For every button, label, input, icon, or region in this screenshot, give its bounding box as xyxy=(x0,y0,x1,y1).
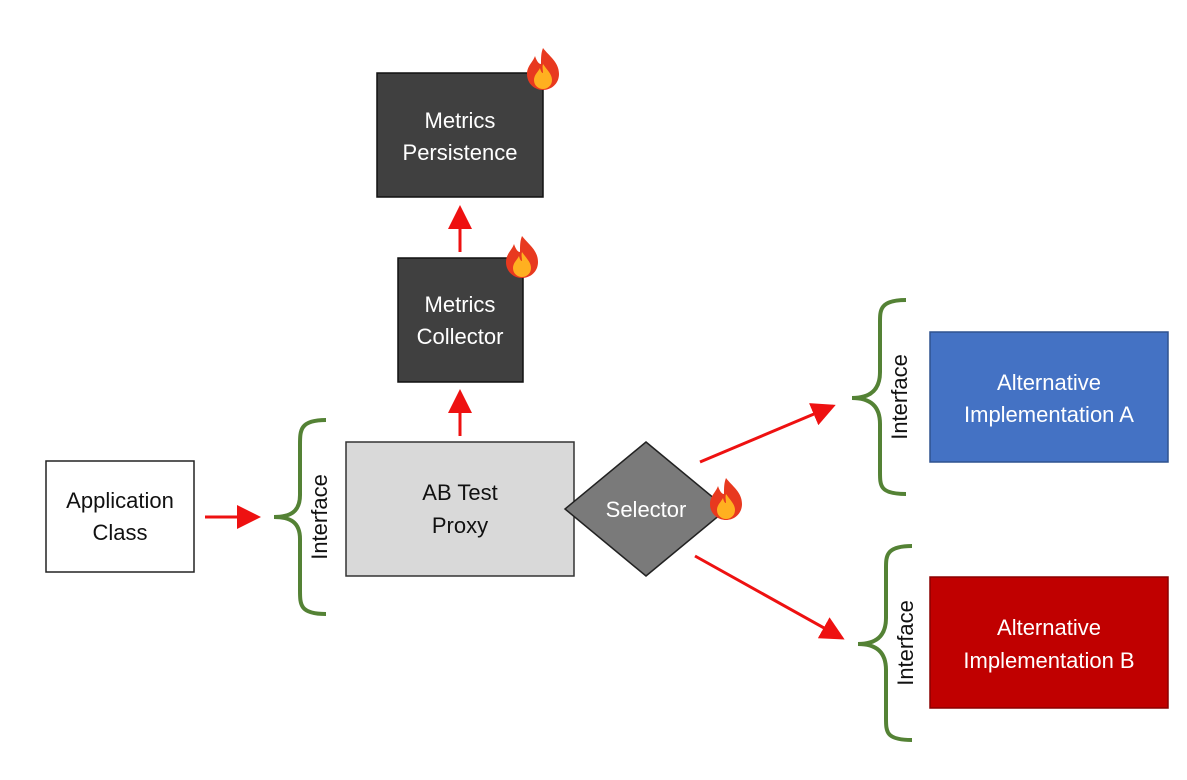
ab-test-proxy-box: AB Test Proxy xyxy=(345,441,575,577)
metrics-collector-label-line2: Collector xyxy=(417,324,504,349)
implementation-b-label-line1: Alternative xyxy=(997,615,1101,640)
fire-icon xyxy=(710,478,742,520)
metrics-collector-label-line1: Metrics xyxy=(425,292,496,317)
arrow-selector-to-impl-a xyxy=(699,403,836,464)
arrow-selector-to-impl-b xyxy=(694,554,845,640)
brace-left xyxy=(273,418,327,616)
application-class-box: Application Class xyxy=(45,460,195,573)
selector-diamond: Selector xyxy=(563,441,729,577)
implementation-b-label-line2: Implementation B xyxy=(963,648,1134,673)
metrics-collector-box: Metrics Collector xyxy=(397,257,524,383)
metrics-persistence-label-line1: Metrics xyxy=(425,108,496,133)
implementation-b-box: Alternative Implementation B xyxy=(929,576,1169,709)
interface-left-label: Interface xyxy=(307,474,332,560)
metrics-persistence-box: Metrics Persistence xyxy=(376,72,544,198)
application-class-label-line2: Class xyxy=(92,520,147,545)
interface-impl-a-label: Interface xyxy=(887,354,912,440)
metrics-persistence-label-line2: Persistence xyxy=(403,140,518,165)
selector-label: Selector xyxy=(606,497,687,522)
interface-left: Interface xyxy=(273,418,332,616)
fire-icon xyxy=(506,236,538,278)
implementation-a-label-line2: Implementation A xyxy=(964,402,1134,427)
ab-test-proxy-label-line2: Proxy xyxy=(432,513,488,538)
implementation-a-label-line1: Alternative xyxy=(997,370,1101,395)
application-class-label-line1: Application xyxy=(66,488,174,513)
interface-impl-b-label: Interface xyxy=(893,600,918,686)
interface-impl-b: Interface xyxy=(857,544,918,742)
brace-impl-b xyxy=(857,544,913,742)
implementation-a-box: Alternative Implementation A xyxy=(929,331,1169,463)
interface-impl-a: Interface xyxy=(851,298,912,496)
fire-icon xyxy=(527,48,559,90)
ab-test-proxy-label-line1: AB Test xyxy=(422,480,497,505)
brace-impl-a xyxy=(851,298,907,496)
